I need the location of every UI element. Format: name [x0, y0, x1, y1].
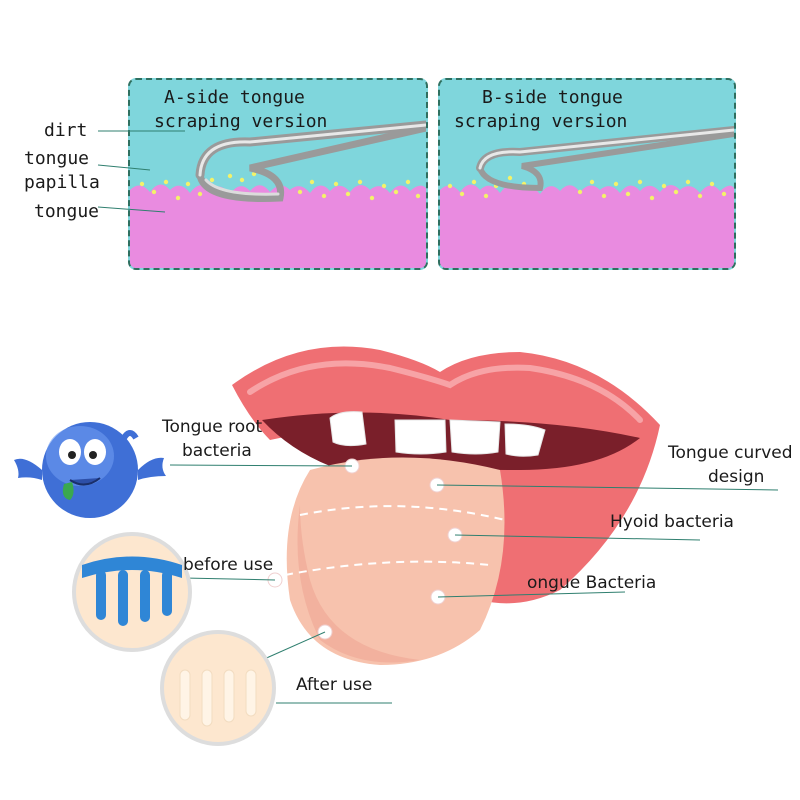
dirt-dots-a: [139, 171, 421, 201]
tongue-tissue-b: [440, 184, 734, 268]
after-use-circle: [160, 630, 276, 746]
label-tongue-papilla-2: papilla: [24, 172, 100, 193]
label-before-use: before use: [183, 555, 274, 575]
label-dirt: dirt: [44, 120, 88, 141]
scraper-a: [195, 120, 426, 202]
tongue-shade: [297, 505, 420, 663]
panel-a-illustration: [130, 120, 426, 268]
label-curved-1: Tongue curved: [668, 443, 793, 463]
label-tongue-root-1: Tongue root: [162, 417, 263, 437]
panel-b-illustration: [440, 126, 734, 268]
main-leader-lines: [169, 464, 779, 704]
label-tongue: tongue: [34, 201, 100, 222]
bacteria-character: [14, 422, 166, 518]
before-use-circle: [72, 532, 192, 652]
label-after-use: After use: [296, 675, 373, 695]
panel-b-side: B-side tongue scraping version: [438, 78, 736, 270]
panel-a-title-line1: A-side tongue: [164, 87, 305, 108]
tongue-tissue-a: [130, 184, 426, 268]
tongue-dashes: [284, 505, 506, 576]
scraper-b: [476, 126, 734, 192]
teeth: [329, 411, 546, 457]
panel-a-title-line2: scraping version: [154, 111, 328, 132]
panel-b-title-line1: B-side tongue: [482, 87, 623, 108]
lips: [232, 346, 660, 604]
lip-highlight: [247, 360, 643, 423]
label-curved-2: design: [708, 467, 765, 487]
label-hyoid: Hyoid bacteria: [610, 512, 734, 532]
panel-a-side: A-side tongue scraping version: [128, 78, 428, 270]
panel-b-title-line2: scraping version: [454, 111, 628, 132]
label-tongue-papilla-1: tongue: [24, 148, 90, 169]
label-tongue-root-2: bacteria: [182, 441, 252, 461]
tongue-shape: [286, 457, 505, 665]
label-tongue-bacteria: ongue Bacteria: [527, 573, 657, 593]
top-leader-lines: [97, 130, 185, 213]
